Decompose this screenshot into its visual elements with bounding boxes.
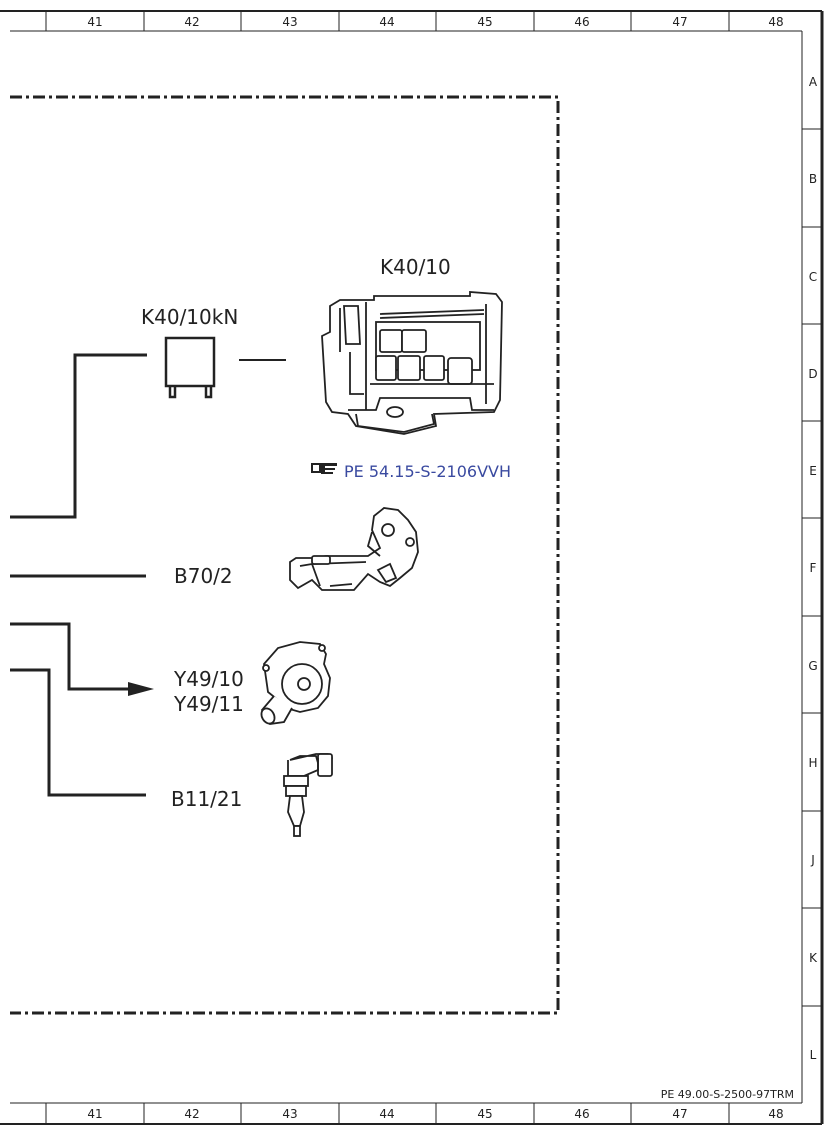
wires bbox=[10, 353, 286, 797]
label-k40-10: K40/10 bbox=[380, 255, 451, 279]
column-label: 41 bbox=[87, 15, 102, 29]
wire-y49 bbox=[10, 622, 130, 691]
reference-link-text[interactable]: PE 54.15-S-2106VVH bbox=[344, 462, 511, 481]
label-k40-10kn: K40/10kN bbox=[141, 305, 238, 329]
row-label: B bbox=[809, 172, 817, 186]
relay-k40-10kn[interactable] bbox=[164, 336, 216, 399]
column-label: 48 bbox=[768, 15, 783, 29]
column-label: 48 bbox=[768, 1107, 783, 1121]
column-ruler-bottom bbox=[45, 1103, 730, 1124]
row-label: G bbox=[808, 659, 817, 673]
arrow-head-icon bbox=[128, 682, 154, 696]
row-ruler bbox=[802, 128, 822, 1007]
module-boundary bbox=[10, 95, 560, 1015]
drawing-frame bbox=[0, 10, 824, 1125]
column-label: 44 bbox=[379, 15, 394, 29]
sensor-b11-21[interactable] bbox=[283, 753, 333, 837]
label-b70-2: B70/2 bbox=[174, 564, 233, 588]
column-label: 45 bbox=[477, 1107, 492, 1121]
column-labels-top: 41 42 43 44 45 46 47 48 bbox=[87, 15, 783, 29]
column-label: 46 bbox=[574, 15, 589, 29]
pointing-hand-icon bbox=[311, 463, 337, 474]
column-label: 42 bbox=[184, 1107, 199, 1121]
column-label: 44 bbox=[379, 1107, 394, 1121]
solenoid-y49[interactable] bbox=[259, 641, 331, 726]
column-label: 43 bbox=[282, 1107, 297, 1121]
row-label: K bbox=[809, 951, 818, 965]
row-label: D bbox=[808, 367, 817, 381]
label-y49-10: Y49/10 bbox=[173, 667, 244, 691]
column-label: 43 bbox=[282, 15, 297, 29]
column-label: 42 bbox=[184, 15, 199, 29]
row-label: J bbox=[810, 853, 815, 867]
row-label: H bbox=[808, 756, 817, 770]
wire-b11-21 bbox=[10, 668, 146, 797]
row-label: F bbox=[810, 561, 817, 575]
column-label: 46 bbox=[574, 1107, 589, 1121]
label-y49-11: Y49/11 bbox=[173, 692, 244, 716]
reference-link[interactable]: PE 54.15-S-2106VVH bbox=[311, 462, 511, 481]
column-label: 41 bbox=[87, 1107, 102, 1121]
row-labels: A B C D E F G H J K L bbox=[808, 75, 818, 1062]
column-ruler-top bbox=[45, 11, 730, 31]
row-label: A bbox=[809, 75, 818, 89]
column-labels-bottom: 41 42 43 44 45 46 47 48 bbox=[87, 1107, 783, 1121]
label-b11-21: B11/21 bbox=[171, 787, 242, 811]
document-id: PE 49.00-S-2500-97TRM bbox=[661, 1088, 794, 1101]
row-label: C bbox=[809, 270, 817, 284]
row-label: L bbox=[810, 1048, 817, 1062]
row-label: E bbox=[809, 464, 817, 478]
column-label: 45 bbox=[477, 15, 492, 29]
wire-k40-10kn bbox=[10, 353, 147, 519]
fuse-box-k40-10[interactable] bbox=[321, 291, 503, 435]
sensor-b70-2[interactable] bbox=[289, 507, 419, 591]
column-label: 47 bbox=[672, 1107, 687, 1121]
column-label: 47 bbox=[672, 15, 687, 29]
